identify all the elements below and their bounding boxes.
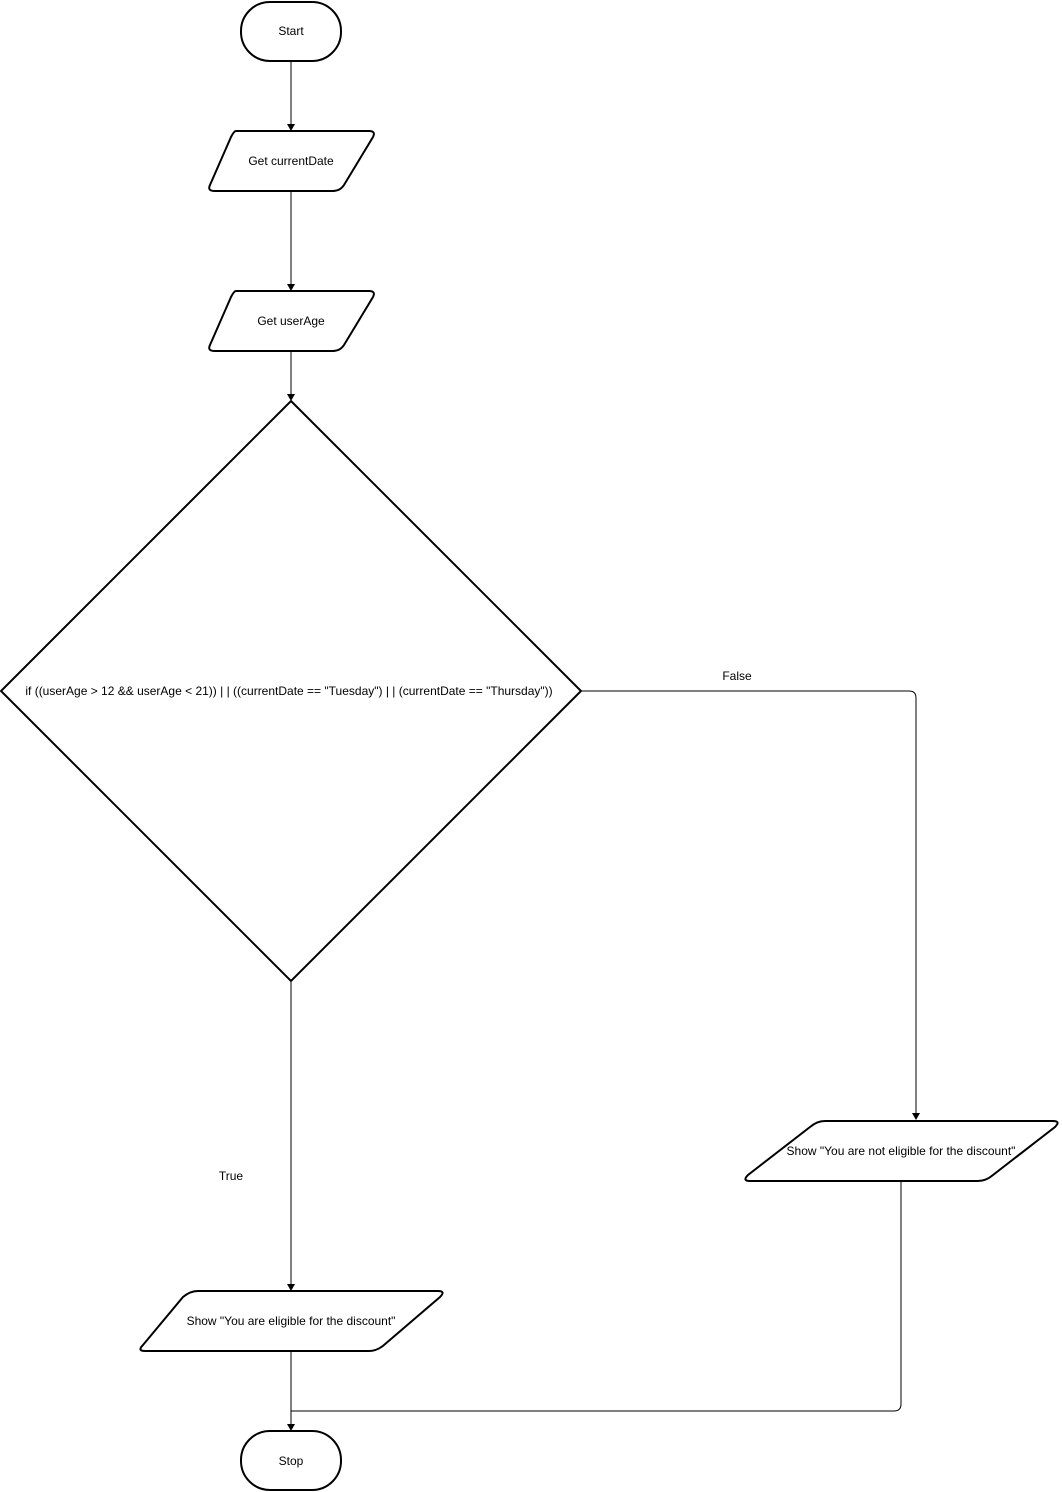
get-user-age-label: Get userAge	[257, 314, 325, 328]
start-node-label: Start	[278, 24, 304, 38]
condition-label: if ((userAge > 12 && userAge < 21)) | | …	[25, 684, 552, 698]
start-node[interactable]: Start	[240, 1, 342, 62]
arrowhead-stop	[287, 1424, 295, 1431]
arrowhead-eligible	[287, 1284, 295, 1291]
edge-condition-false	[581, 690, 917, 1114]
not-eligible-output-node[interactable]: Show "You are not eligible for the disco…	[744, 1120, 1059, 1182]
arrowhead-not-eligible	[912, 1113, 920, 1120]
get-user-age-node[interactable]: Get userAge	[208, 290, 375, 352]
get-current-date-label: Get currentDate	[248, 154, 334, 168]
false-label: False	[722, 669, 752, 683]
true-label: True	[219, 1169, 244, 1183]
eligible-label: Show "You are eligible for the discount"	[187, 1314, 396, 1328]
not-eligible-label: Show "You are not eligible for the disco…	[787, 1144, 1016, 1158]
stop-node-label: Stop	[279, 1454, 304, 1468]
stop-node[interactable]: Stop	[240, 1430, 342, 1491]
get-current-date-node[interactable]: Get currentDate	[208, 130, 375, 192]
arrowhead-condition	[287, 394, 295, 401]
arrowhead-get-date	[287, 124, 295, 131]
eligible-output-node[interactable]: Show "You are eligible for the discount"	[139, 1290, 444, 1352]
edge-not-eligible-to-stop	[291, 1181, 902, 1412]
arrowhead-get-age	[287, 284, 295, 291]
condition-decision-node[interactable]: if ((userAge > 12 && userAge < 21)) | | …	[0, 399, 583, 983]
